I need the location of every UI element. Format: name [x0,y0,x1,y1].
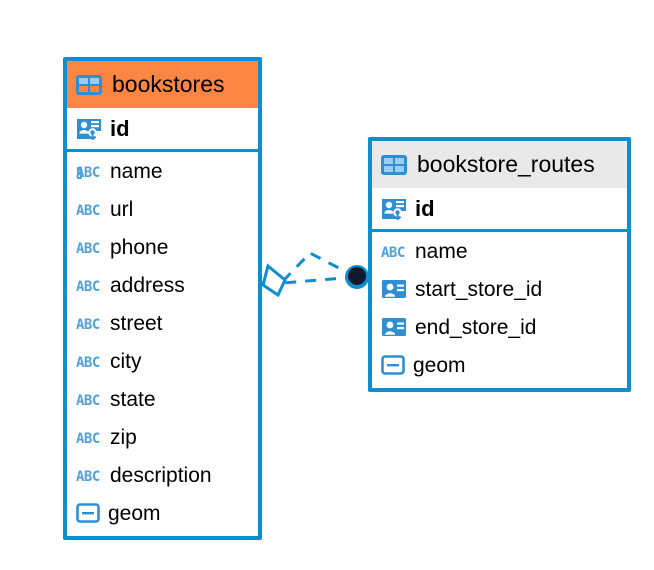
text-abc-icon: ABC [76,203,100,218]
field-name: geom [413,353,466,377]
table-icon [76,74,102,95]
text-abc-icon: ABC [381,245,405,260]
svg-text:ABC: ABC [76,393,100,408]
field-name: geom [108,501,161,525]
field-name: start_store_id [415,277,543,301]
field-name: zip [110,425,137,449]
table-icon [381,154,407,175]
text-abc-icon: ABC [76,469,100,484]
crows-foot-marker [261,263,287,298]
text-abc-icon: ABC [76,355,100,370]
entity-title-bookstore-routes: bookstore_routes [417,151,595,177]
field-row[interactable]: ABC state [67,380,258,418]
field-row[interactable]: ABC city [67,342,258,380]
field-row[interactable]: ABC address [67,266,258,304]
svg-text:ABC: ABC [76,355,100,370]
field-name: street [110,311,163,335]
text-abc-icon: ABC [76,165,100,180]
geometry-icon [76,503,100,523]
entity-header-bookstores[interactable]: bookstores [67,61,258,108]
svg-text:ABC: ABC [76,165,100,180]
text-abc-icon: ABC [76,431,100,446]
text-abc-icon: ABC [76,393,100,408]
field-row[interactable]: ABC description [67,456,258,494]
foreign-key-icon [382,318,406,336]
field-row[interactable]: geom [67,494,258,532]
field-list: ABC name start_store_id [372,232,627,388]
field-row[interactable]: ABC name [67,152,258,190]
foreign-key-icon [382,280,406,298]
primary-key-icon [77,118,101,140]
primary-key-icon [382,198,406,220]
field-row-pk[interactable]: id [372,188,627,232]
field-list: ABC name ABC url ABC phone AB [67,152,258,536]
field-row[interactable]: start_store_id [372,270,627,308]
field-row[interactable]: ABC phone [67,228,258,266]
field-name: url [110,197,134,221]
svg-text:ABC: ABC [76,241,100,256]
geometry-icon [381,355,405,375]
svg-text:ABC: ABC [76,279,100,294]
field-row[interactable]: ABC street [67,304,258,342]
entity-title-bookstores: bookstores [112,71,225,97]
svg-text:ABC: ABC [76,317,100,332]
text-abc-icon: ABC [76,317,100,332]
field-row[interactable]: ABC url [67,190,258,228]
field-row[interactable]: end_store_id [372,308,627,346]
field-name-pk: id [415,195,435,221]
field-name: end_store_id [415,315,537,339]
field-row[interactable]: ABC name [372,232,627,270]
field-name: name [110,159,163,183]
field-name: phone [110,235,169,259]
svg-text:ABC: ABC [76,469,100,484]
field-name: city [110,349,142,373]
field-name: state [110,387,156,411]
field-name: name [415,239,468,263]
endpoint-dot [348,267,366,285]
field-row-pk[interactable]: id [67,108,258,152]
svg-text:ABC: ABC [76,203,100,218]
entity-table-bookstores[interactable]: bookstores id ABC [63,57,262,540]
entity-header-bookstore-routes[interactable]: bookstore_routes [372,141,627,188]
svg-text:ABC: ABC [381,245,405,260]
svg-text:ABC: ABC [76,431,100,446]
field-row[interactable]: ABC zip [67,418,258,456]
entity-table-bookstore-routes[interactable]: bookstore_routes id ABC name [368,137,631,392]
relationship-line-lower [282,275,357,285]
field-name: description [110,463,212,487]
field-name: address [110,273,185,297]
text-abc-icon: ABC [76,241,100,256]
text-abc-icon: ABC [76,279,100,294]
field-name-pk: id [110,115,130,141]
field-row[interactable]: geom [372,346,627,384]
